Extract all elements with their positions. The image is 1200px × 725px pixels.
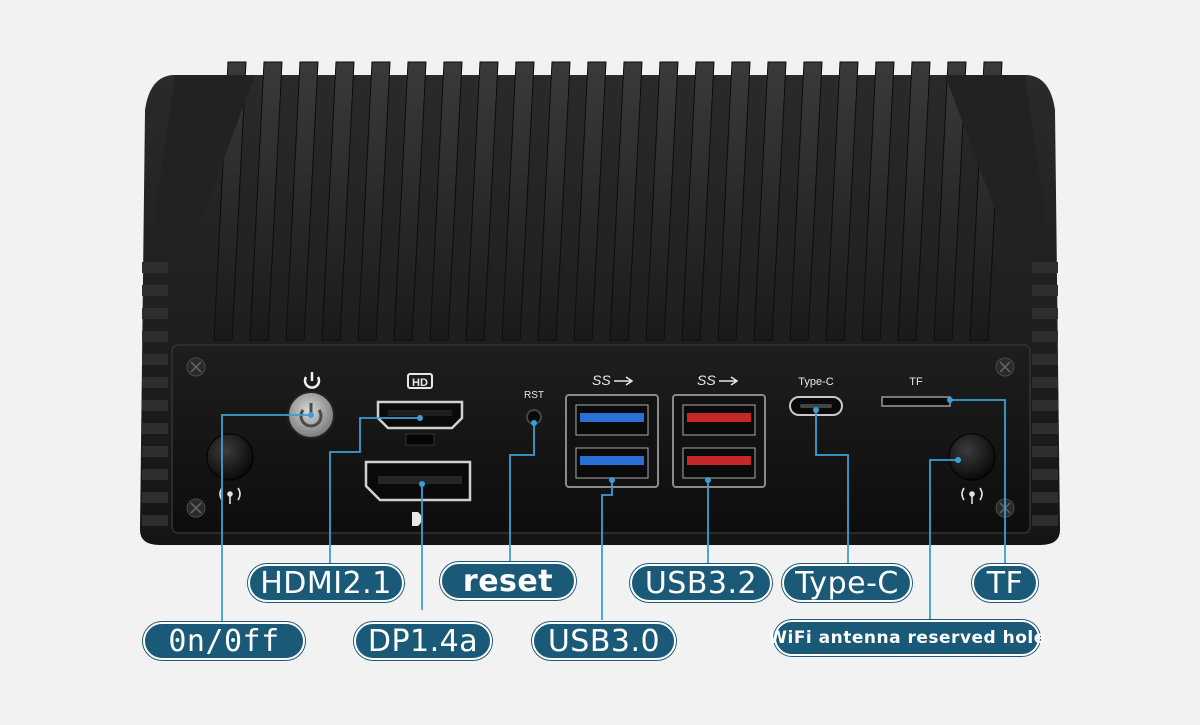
wifi-antenna-icon	[219, 487, 241, 504]
side-rib	[142, 285, 168, 296]
side-rib	[142, 446, 168, 457]
heatsink-fin	[393, 61, 427, 341]
dp-callout: DP1.4a	[354, 622, 492, 660]
superspeed-usb-icon: SS	[592, 372, 634, 388]
heatsink-fin	[501, 61, 535, 341]
displayport-icon	[412, 512, 422, 526]
side-rib	[1032, 331, 1058, 342]
typec-label: Type-C	[798, 376, 834, 388]
side-rib	[142, 354, 168, 365]
leader-dots	[308, 397, 961, 487]
side-rib	[1032, 423, 1058, 434]
side-rib	[1032, 400, 1058, 411]
heatsink-fin	[645, 61, 679, 341]
heatsink-fin	[789, 61, 823, 341]
heatsink-fin	[357, 61, 391, 341]
side-rib	[142, 377, 168, 388]
reset-callout: reset	[440, 562, 576, 600]
heatsink-fin	[321, 61, 355, 341]
heatsink-hood	[150, 75, 255, 250]
heatsink-fin	[933, 61, 967, 341]
hdmi-callout: HDMI2.1	[248, 564, 404, 602]
side-rib	[1032, 515, 1058, 526]
heatsink-fin	[429, 61, 463, 341]
tf-label: TF	[909, 376, 923, 388]
heatsink-fin	[285, 61, 319, 341]
svg-text:SS: SS	[697, 372, 716, 388]
tf-card-slot[interactable]	[881, 396, 951, 407]
heatsink-fin	[213, 61, 247, 341]
side-rib	[1032, 308, 1058, 319]
side-rib	[1032, 492, 1058, 503]
heatsink-fin	[609, 61, 643, 341]
side-rib	[1032, 446, 1058, 457]
hd-icon: HD	[407, 373, 433, 389]
leader-lines	[221, 399, 1006, 625]
side-rib	[1032, 262, 1058, 273]
heatsink-fin	[537, 61, 571, 341]
heatsink-fin	[573, 61, 607, 341]
side-rib	[1032, 285, 1058, 296]
heatsink-fin	[861, 61, 895, 341]
heatsink-fin	[753, 61, 787, 341]
wifi-antenna-hole-left	[206, 433, 254, 481]
heatsink-fin	[249, 61, 283, 341]
heatsink-hood	[945, 75, 1050, 250]
heatsink-fin	[465, 61, 499, 341]
superspeed-usb-icon: SS	[697, 372, 739, 388]
side-rib	[142, 308, 168, 319]
panel-screw	[186, 498, 206, 518]
io-panel: HD RST SS SS	[171, 344, 1031, 534]
heatsink-fin	[825, 61, 859, 341]
side-rib	[142, 492, 168, 503]
side-rib	[142, 400, 168, 411]
heatsink-fin	[717, 61, 751, 341]
wifi-antenna-callout: WiFi antenna reserved hole	[768, 620, 1045, 656]
power-icon	[303, 372, 321, 389]
wifi-antenna-hole-right	[948, 433, 996, 481]
side-rib	[142, 423, 168, 434]
svg-text:SS: SS	[592, 372, 611, 388]
usb3-0-callout: USB3.0	[532, 622, 676, 660]
heatsink-fin	[897, 61, 931, 341]
side-rib	[1032, 354, 1058, 365]
on-off-callout: 0n/0ff	[143, 622, 305, 660]
panel-screw	[186, 357, 206, 377]
usb3-2-callout: USB3.2	[630, 564, 772, 602]
side-rib	[1032, 469, 1058, 480]
rst-label: RST	[524, 390, 544, 401]
tf-callout: TF	[972, 564, 1038, 602]
panel-screw	[995, 357, 1015, 377]
wifi-antenna-icon	[961, 487, 983, 504]
typec-callout: Type-C	[782, 564, 912, 602]
side-rib	[142, 262, 168, 273]
svg-text:HD: HD	[412, 377, 428, 389]
side-rib	[142, 515, 168, 526]
side-rib	[142, 469, 168, 480]
side-rib	[142, 331, 168, 342]
side-rib	[1032, 377, 1058, 388]
heatsink-fin	[681, 61, 715, 341]
